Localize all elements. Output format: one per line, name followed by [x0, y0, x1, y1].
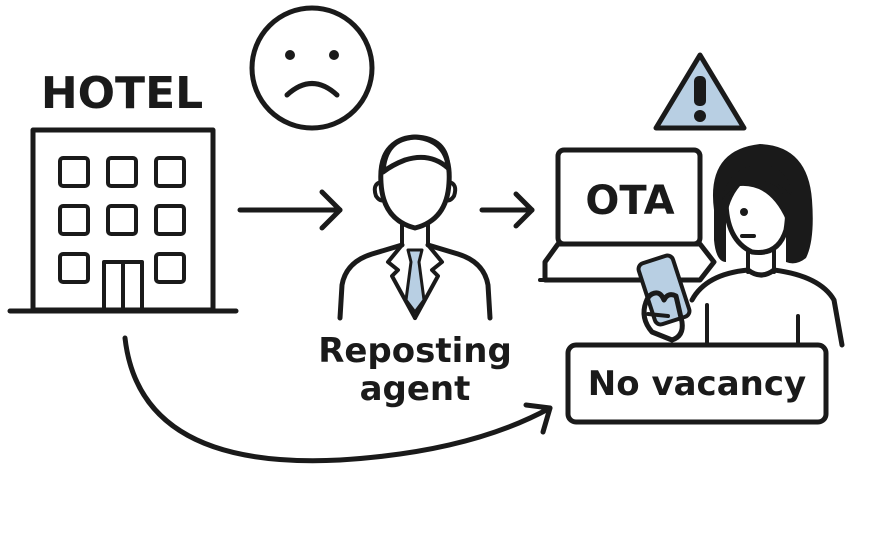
no-vacancy-box [565, 342, 829, 425]
agent-label-line2: agent [360, 369, 471, 409]
businessman-icon [337, 134, 493, 321]
ota-label: OTA [585, 178, 674, 224]
arrow-hotel-to-no-vacancy [122, 335, 553, 464]
no-vacancy-label: No vacancy [588, 364, 806, 404]
hotel-label: HOTEL [41, 68, 203, 119]
warning-icon [653, 52, 747, 131]
agent-label-line1: Reposting [318, 331, 512, 371]
woman-with-phone-icon [636, 144, 845, 348]
sad-face-icon [249, 5, 375, 131]
arrow-hotel-to-agent [237, 189, 343, 231]
arrow-agent-to-ota [479, 191, 535, 229]
hotel-building-icon [7, 127, 239, 314]
